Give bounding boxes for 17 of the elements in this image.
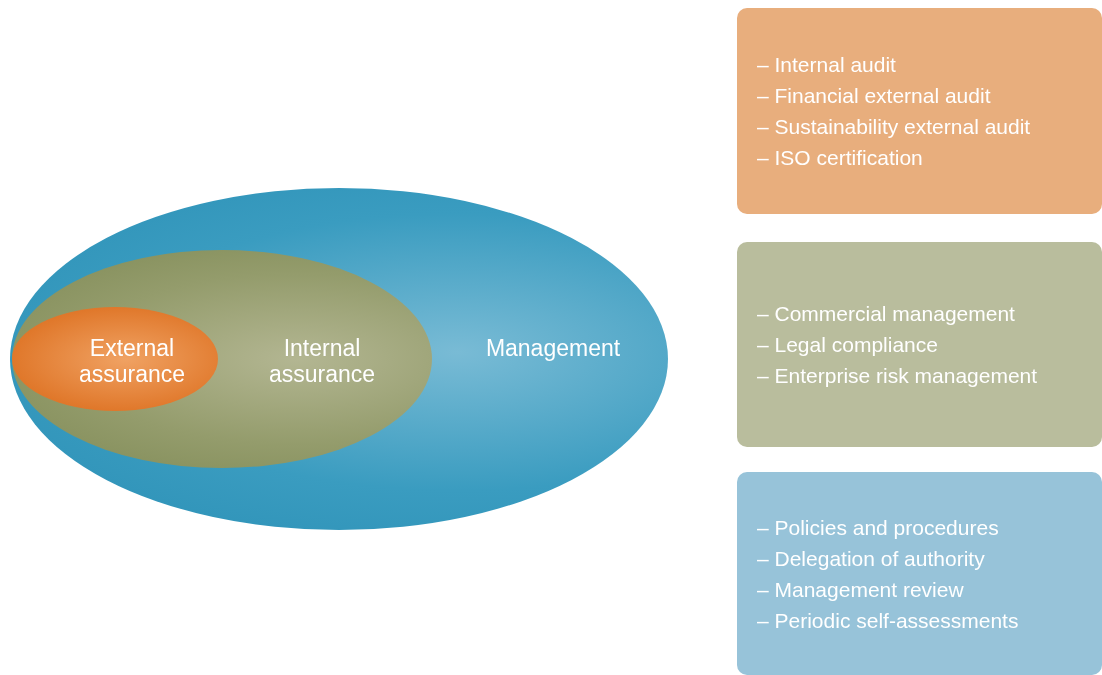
list-card [737,242,1102,447]
list-card [737,8,1102,214]
list-item: – Sustainability external audit [757,114,1032,140]
list-item: – Policies and procedures [757,514,1000,541]
list-item: – Commercial management [757,301,1016,327]
list-item: – Internal audit [757,52,897,78]
list-item: – Enterprise risk management [757,363,1039,389]
ellipse-label: Management [484,335,622,361]
ellipse-label: External assurance [77,335,187,387]
list-item: – ISO certification [757,145,924,171]
ellipse-label: Internal assurance [267,335,377,387]
list-item: – Delegation of authority [757,545,986,572]
list-item: – Periodic self-assessments [757,607,1020,634]
list-item: – Management review [757,576,965,603]
list-item: – Financial external audit [757,83,992,109]
list-card [737,472,1102,675]
list-item: – Legal compliance [757,332,939,358]
